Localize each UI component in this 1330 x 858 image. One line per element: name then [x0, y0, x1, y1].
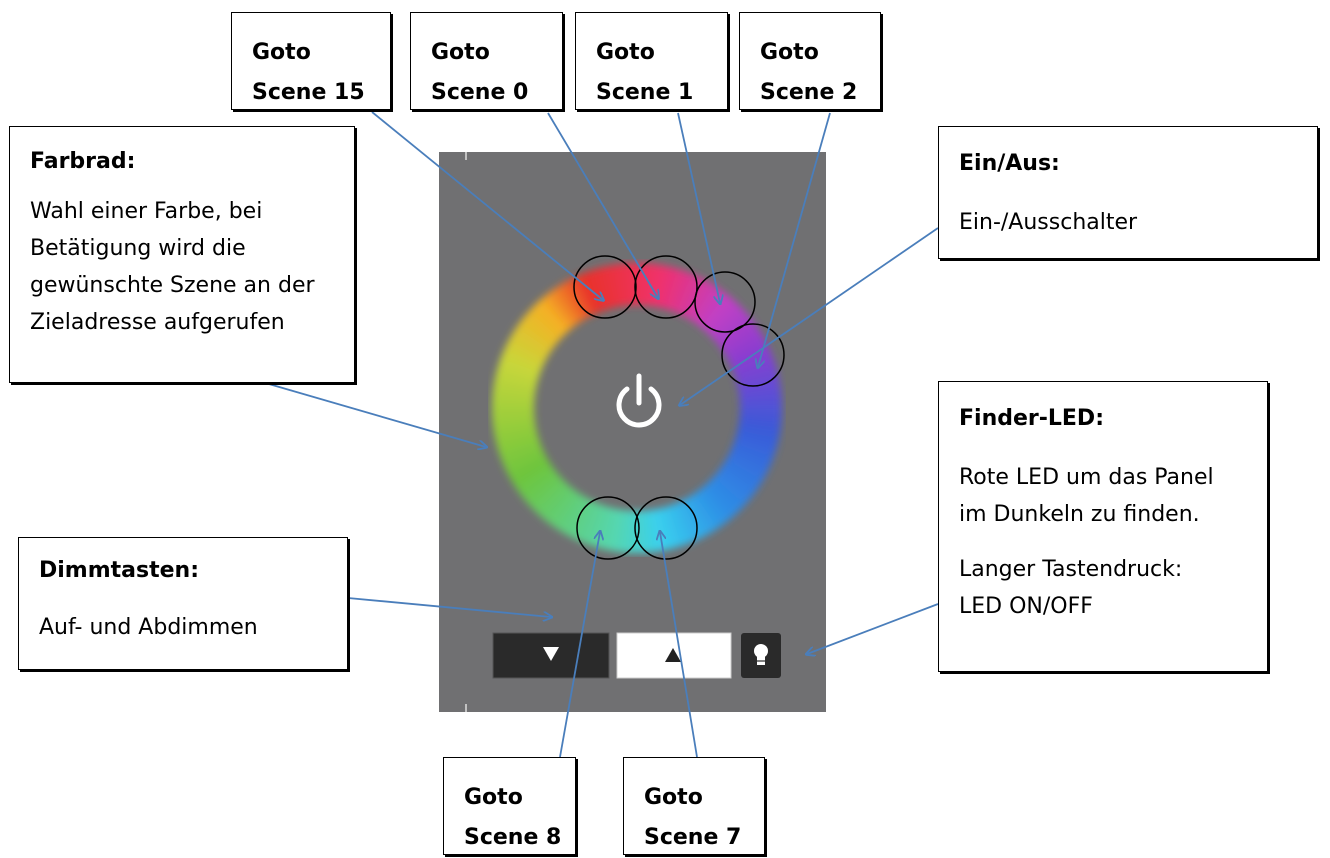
- goto-text: Goto: [464, 778, 575, 818]
- goto-scene-1-label: Goto Scene 1: [575, 12, 728, 110]
- scene-text: Scene 0: [431, 73, 562, 113]
- scene-text: Scene 1: [596, 73, 727, 113]
- goto-scene-15-label: Goto Scene 15: [231, 12, 391, 110]
- goto-text: Goto: [760, 33, 880, 73]
- finder-line-3: Langer Tastendruck:: [959, 551, 1267, 588]
- dimm-title: Dimmtasten:: [39, 552, 347, 589]
- farbrad-line-1: Wahl einer Farbe, bei: [30, 193, 354, 230]
- scene-text: Scene 8: [464, 818, 575, 858]
- goto-scene-2-label: Goto Scene 2: [739, 12, 881, 110]
- farbrad-callout: Farbrad: Wahl einer Farbe, bei Betätigun…: [9, 126, 355, 383]
- goto-text: Goto: [596, 33, 727, 73]
- dimmtasten-callout: Dimmtasten: Auf- und Abdimmen: [18, 537, 348, 670]
- ring-segment: [587, 293, 592, 295]
- ein-aus-title: Ein/Aus:: [959, 145, 1317, 182]
- goto-scene-8-label: Goto Scene 8: [443, 757, 576, 855]
- goto-text: Goto: [252, 33, 390, 73]
- farbrad-line-2: Betätigung wird die: [30, 230, 354, 267]
- finder-line-1: Rote LED um das Panel: [959, 459, 1267, 496]
- finder-line-4: LED ON/OFF: [959, 588, 1267, 625]
- goto-scene-7-label: Goto Scene 7: [623, 757, 765, 855]
- scene-text: Scene 2: [760, 73, 880, 113]
- scene-text: Scene 7: [644, 818, 764, 858]
- goto-scene-0-label: Goto Scene 0: [410, 12, 563, 110]
- ein-aus-callout: Ein/Aus: Ein-/Ausschalter: [938, 126, 1318, 259]
- finder-title: Finder-LED:: [959, 400, 1267, 437]
- farbrad-line-4: Zieladresse aufgerufen: [30, 304, 354, 341]
- farbrad-line-3: gewünschte Szene an der: [30, 267, 354, 304]
- dim-up-button[interactable]: [617, 633, 731, 678]
- finder-led-button[interactable]: [741, 633, 781, 678]
- finder-line-2: im Dunkeln zu finden.: [959, 496, 1267, 533]
- ein-aus-text: Ein-/Ausschalter: [959, 204, 1317, 241]
- dim-down-button[interactable]: [493, 633, 609, 678]
- goto-text: Goto: [644, 778, 764, 818]
- finder-led-callout: Finder-LED: Rote LED um das Panel im Dun…: [938, 381, 1268, 672]
- goto-text: Goto: [431, 33, 562, 73]
- color-wheel[interactable]: [513, 284, 761, 532]
- farbrad-title: Farbrad:: [30, 143, 354, 180]
- dimm-text: Auf- und Abdimmen: [39, 609, 347, 646]
- scene-text: Scene 15: [252, 73, 390, 113]
- power-icon[interactable]: [619, 376, 659, 425]
